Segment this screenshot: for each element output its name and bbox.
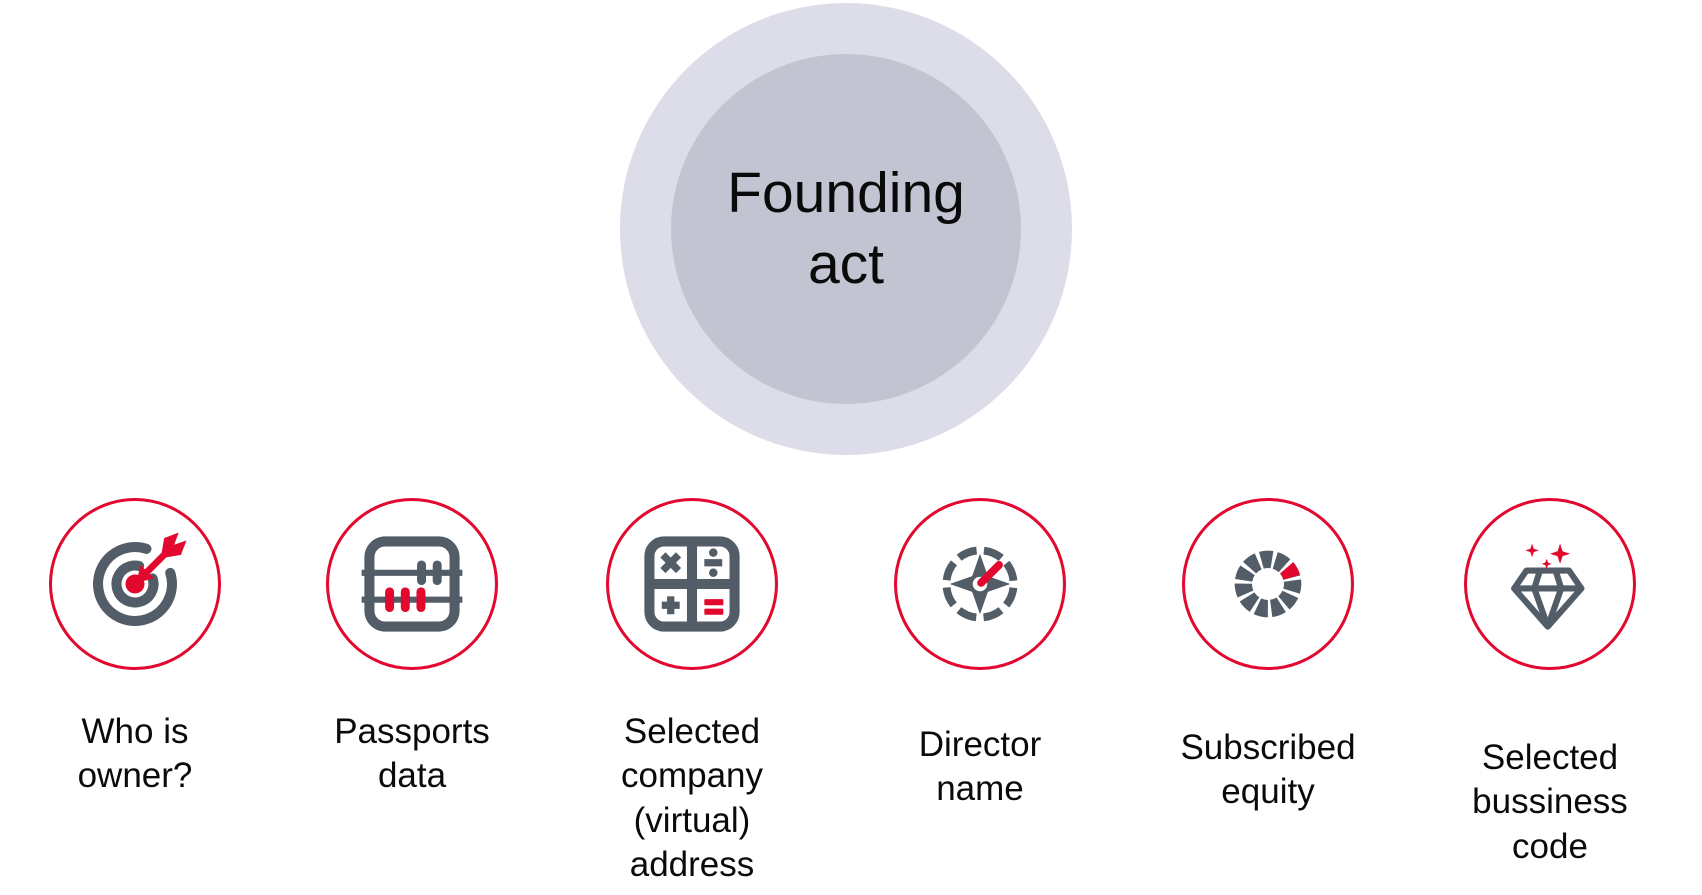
- step-item-passports-data: Passports data: [302, 498, 522, 799]
- target-dart-icon: [93, 532, 187, 626]
- compass-icon: [942, 546, 1018, 622]
- step-label: Selected bussiness code: [1472, 738, 1628, 866]
- step-item-director-name: Director name: [870, 498, 1090, 812]
- hero-circle-inner: Founding act: [671, 54, 1021, 404]
- hero-circle-outer: Founding act: [620, 3, 1072, 455]
- step-item-subscribed-equity: Subscribed equity: [1158, 498, 1378, 815]
- step-item-who-is-owner: Who is owner?: [25, 498, 245, 799]
- step-circle: [326, 498, 498, 670]
- step-item-bussiness-code: Selected bussiness code: [1440, 498, 1660, 869]
- step-label: Who is owner?: [77, 712, 193, 796]
- step-circle: [1464, 498, 1636, 670]
- page-title: Founding act: [727, 160, 965, 296]
- step-item-company-address: Selected company (virtual) address: [582, 498, 802, 888]
- calculator-icon: [644, 536, 740, 632]
- diamond-sparkles-icon: [1511, 543, 1585, 630]
- step-label: Director name: [918, 725, 1042, 809]
- step-circle: [606, 498, 778, 670]
- step-circle: [1182, 498, 1354, 670]
- step-circle: [49, 498, 221, 670]
- abacus-icon: [361, 536, 463, 632]
- step-circle: [894, 498, 1066, 670]
- step-label: Passports data: [334, 712, 490, 796]
- step-label: Selected company (virtual) address: [620, 712, 764, 885]
- step-label: Subscribed equity: [1180, 728, 1356, 812]
- segmented-donut-icon: [1234, 550, 1302, 618]
